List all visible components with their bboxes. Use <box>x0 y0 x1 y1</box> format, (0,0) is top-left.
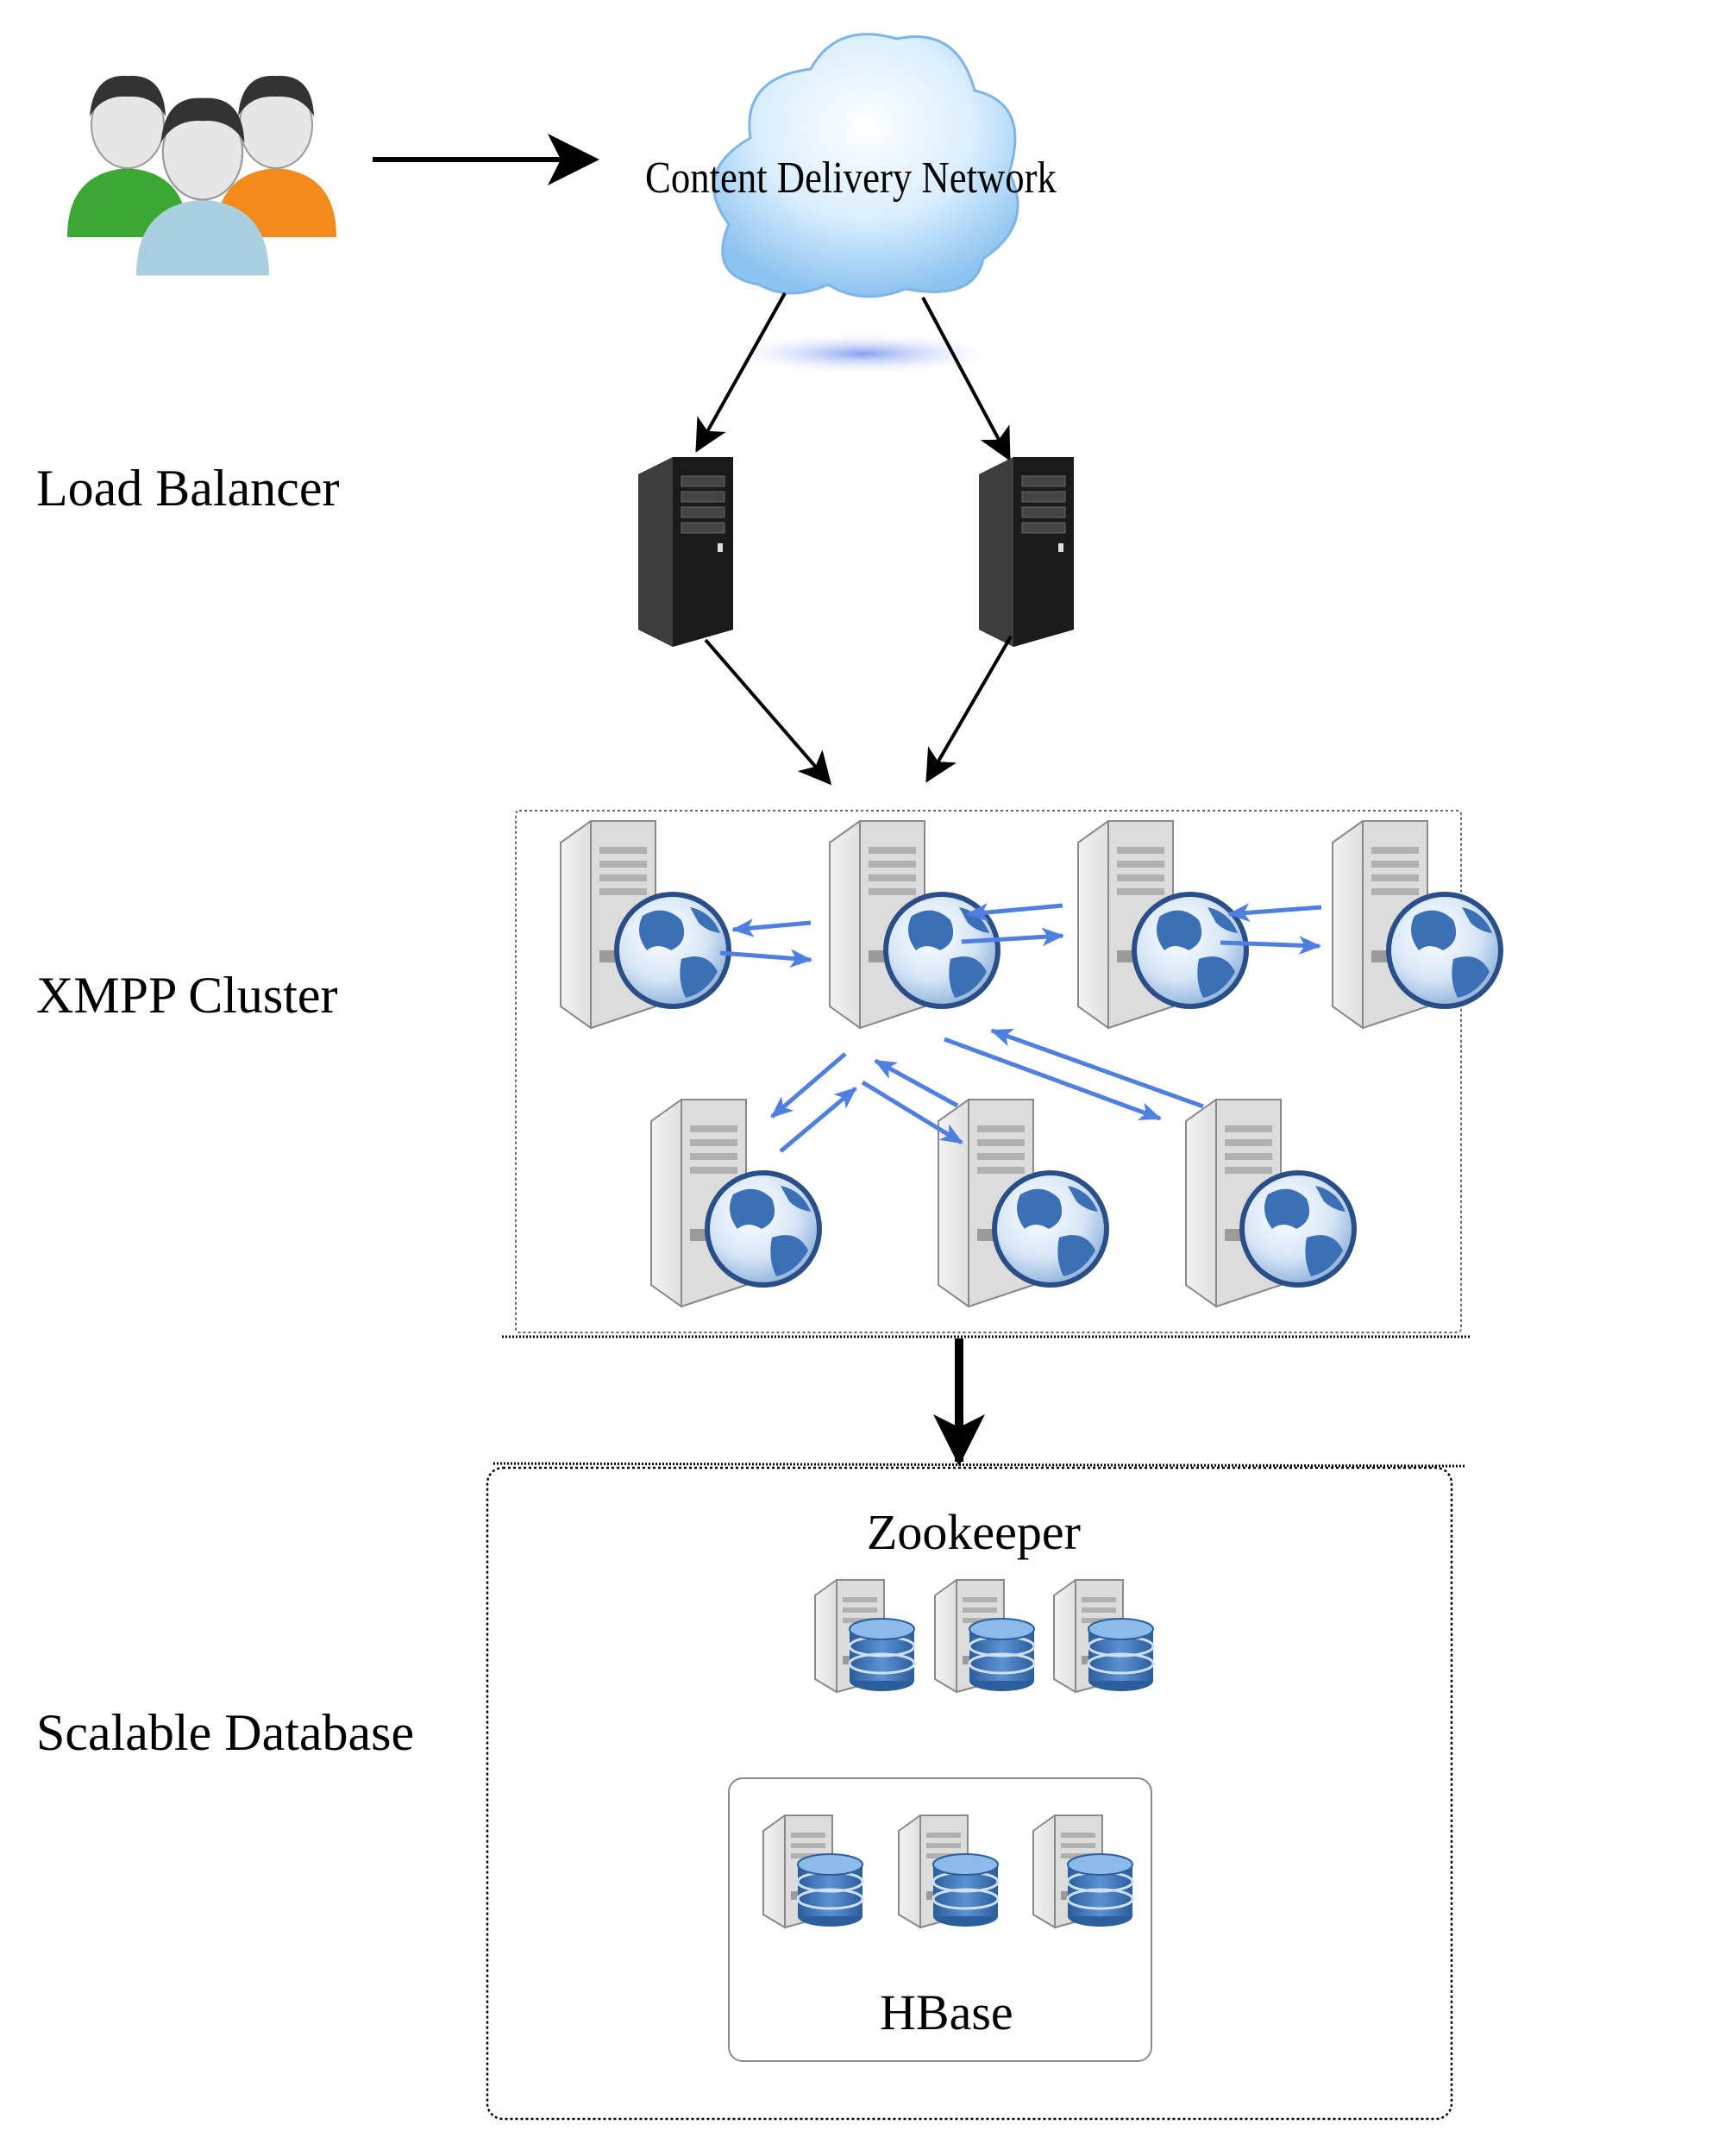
users-group-icon <box>66 74 337 277</box>
cdn-to-lb2-arrow <box>921 297 1011 461</box>
database-server-icon <box>1052 1578 1155 1694</box>
tower-server-icon <box>637 456 734 648</box>
scalable-database-box <box>486 1466 1453 2121</box>
xmpp-cluster-box <box>515 810 1462 1333</box>
database-server-icon <box>813 1578 916 1694</box>
cluster-links <box>719 903 1322 1153</box>
database-server-icon <box>762 1814 864 1929</box>
lb1-to-cluster-arrow <box>704 638 832 786</box>
web-server-icon <box>1332 820 1504 1029</box>
lb2-to-cluster-arrow <box>925 635 1013 783</box>
load-balancer-label: Load Balancer <box>36 460 340 517</box>
web-server-icon <box>650 1099 823 1307</box>
tower-server-icon <box>978 456 1075 648</box>
cdn-label: Content Delivery Network <box>645 154 1057 203</box>
xmpp-cluster-label: XMPP Cluster <box>36 967 338 1024</box>
database-server-icon <box>1032 1814 1134 1929</box>
scalable-database-label: Scalable Database <box>36 1704 415 1761</box>
zookeeper-label: Zookeeper <box>867 1504 1081 1560</box>
cdn-to-lb1-arrow <box>695 292 787 453</box>
hbase-box <box>728 1777 1152 2062</box>
cloud-icon <box>712 33 1019 375</box>
database-server-icon <box>933 1578 1036 1694</box>
web-server-icon <box>1077 820 1250 1029</box>
web-server-icon <box>560 820 732 1029</box>
web-server-icon <box>829 820 1001 1029</box>
web-server-icon <box>1185 1099 1358 1307</box>
hbase-label: HBase <box>880 1984 1013 2040</box>
web-server-icon <box>938 1099 1110 1307</box>
database-server-icon <box>897 1814 1000 1929</box>
